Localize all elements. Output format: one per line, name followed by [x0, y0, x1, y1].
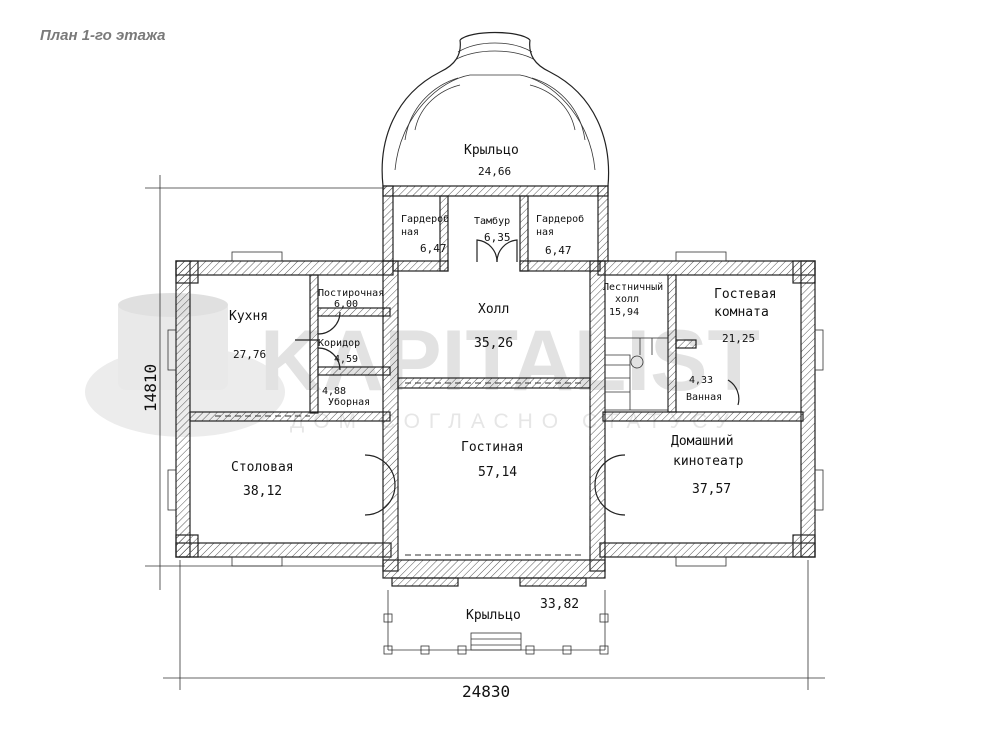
room-porch-top-area: 24,66: [478, 165, 511, 178]
staircase: [604, 337, 669, 411]
room-dining-area: 38,12: [243, 484, 282, 499]
room-laundry-name: Постирочная: [318, 288, 384, 299]
windows: [167, 251, 824, 567]
room-porch-bottom-area: 33,82: [540, 597, 579, 612]
room-stair-hall-area: 15,94: [609, 307, 639, 318]
room-toilet-area: 4,88: [322, 386, 346, 397]
room-hall-name: Холл: [478, 302, 509, 317]
room-living-name: Гостиная: [461, 440, 524, 455]
room-wardrobe-right-name2: ная: [536, 227, 554, 238]
room-hall-area: 35,26: [474, 336, 513, 351]
porch-top-structure: [381, 31, 610, 187]
room-theater-name1: Домашний: [671, 434, 734, 449]
room-theater-area: 37,57: [692, 482, 731, 497]
room-living-area: 57,14: [478, 465, 517, 480]
room-stair-hall-name2: холл: [615, 294, 639, 305]
room-wardrobe-right-area: 6,47: [545, 244, 572, 257]
room-wardrobe-left-name1: Гардероб: [401, 213, 449, 225]
watermark-name: KAPITALIST: [260, 313, 760, 409]
doors: [295, 239, 740, 516]
room-corridor-area: 4,59: [334, 354, 358, 365]
room-wardrobe-left-name2: ная: [401, 227, 419, 238]
room-toilet-name: Уборная: [328, 396, 370, 408]
dimension-width: 24830: [462, 682, 510, 701]
room-vestibule-name: Тамбур: [474, 215, 510, 227]
room-bathroom-area: 4,33: [689, 375, 713, 386]
dimension-height: 14810: [141, 364, 160, 412]
room-laundry-area: 6,00: [334, 299, 358, 310]
room-porch-bottom-name: Крыльцо: [466, 608, 521, 623]
room-stair-hall-name1: Лестничный: [603, 281, 663, 293]
room-dining-name: Столовая: [231, 460, 294, 475]
room-corridor-name: Коридор: [318, 338, 360, 349]
room-wardrobe-left-area: 6,47: [420, 242, 447, 255]
room-bathroom-name: Ванная: [686, 392, 722, 403]
room-kitchen-area: 27,76: [233, 348, 266, 361]
room-guest-name2: комната: [714, 305, 769, 320]
walls: [175, 185, 816, 579]
room-porch-top-name: Крыльцо: [464, 143, 519, 158]
openings: [215, 382, 591, 556]
plan-title: План 1-го этажа: [40, 27, 166, 44]
room-kitchen-name: Кухня: [229, 309, 268, 324]
room-wardrobe-right-name1: Гардероб: [536, 213, 584, 225]
room-vestibule-area: 6,35: [484, 231, 511, 244]
room-theater-name2: кинотеатр: [673, 454, 744, 469]
porch-bottom-structure: [383, 577, 609, 655]
room-guest-area: 21,25: [722, 332, 755, 345]
room-guest-name1: Гостевая: [714, 287, 777, 302]
